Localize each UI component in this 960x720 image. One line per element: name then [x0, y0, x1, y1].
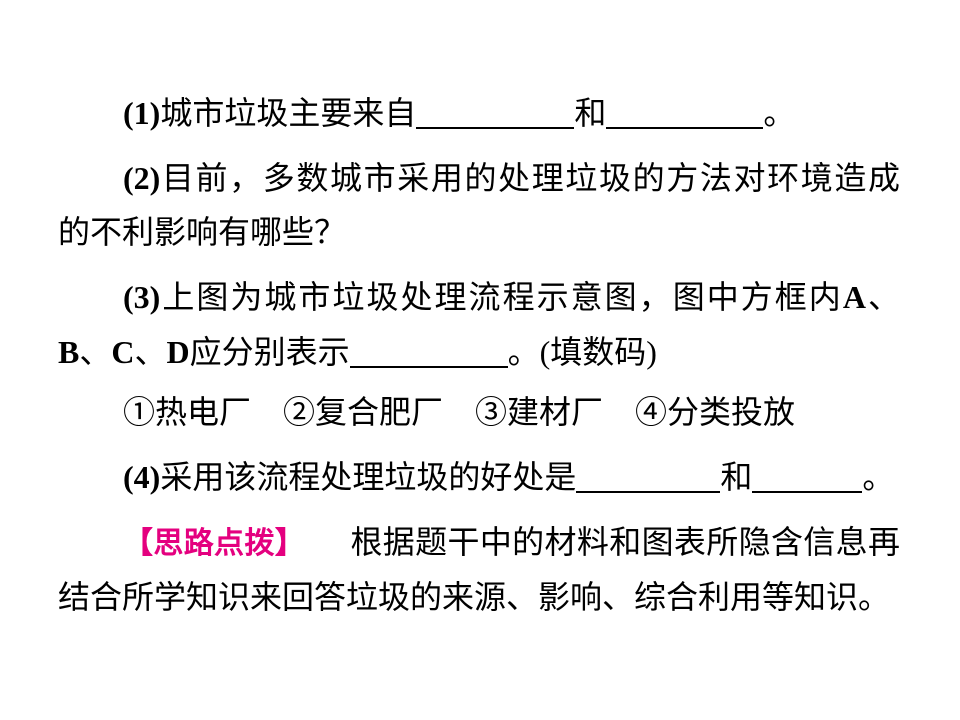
period: 。 — [763, 95, 796, 131]
answer-blank — [349, 366, 508, 368]
conjunction-and: 和 — [574, 95, 607, 131]
answer-blank — [606, 127, 764, 129]
answer-blank — [752, 491, 863, 493]
answer-blank — [576, 491, 721, 493]
question-4-text: 采用该流程处理垃圾的好处是 — [160, 459, 577, 495]
separator: 、 — [134, 334, 167, 370]
question-1: (1)城市垃圾主要来自 和 。 — [123, 93, 795, 133]
hint-text-cont: 结合所学知识来回答垃圾的来源、影响、综合利用等知识。 — [58, 579, 891, 615]
period: 。 — [862, 459, 895, 495]
question-4: (4)采用该流程处理垃圾的好处是 和 。 — [123, 457, 894, 497]
question-2-text-cont: 的不利影响有哪些？ — [58, 214, 347, 250]
letter-b: B — [58, 334, 80, 370]
question-4-number: (4) — [123, 459, 161, 495]
option-3: ③建材厂 — [475, 394, 604, 430]
option-2: ②复合肥厂 — [283, 394, 444, 430]
separator: 、 — [79, 334, 112, 370]
question-1-text: 城市垃圾主要来自 — [160, 95, 417, 131]
separator: 、 — [865, 279, 900, 315]
hint-label: 【思路点拨】 — [123, 526, 306, 561]
question-3-text-cont: 应分别表示 — [189, 334, 350, 370]
hint-line-2: 结合所学知识来回答垃圾的来源、影响、综合利用等知识。 — [58, 577, 890, 617]
options-row: ①热电厂 ②复合肥厂 ③建材厂 ④分类投放 — [123, 392, 795, 432]
option-4: ④分类投放 — [635, 394, 796, 430]
question-3-line-2: B、C、D应分别表示。(填数码) — [58, 332, 657, 372]
letter-a: A — [842, 279, 866, 315]
question-3-line-1: (3)上图为城市垃圾处理流程示意图，图中方框内A、 — [123, 277, 900, 317]
question-2-text: 目前，多数城市采用的处理垃圾的方法对环境造成 — [160, 160, 900, 196]
fill-note: (填数码) — [539, 334, 657, 370]
option-1: ①热电厂 — [123, 394, 252, 430]
hint-line-1: 【思路点拨】 根据题干中的材料和图表所隐含信息再 — [123, 522, 900, 562]
answer-blank — [416, 127, 575, 129]
question-2-line-2: 的不利影响有哪些？ — [58, 212, 346, 252]
question-2-number: (2) — [123, 160, 161, 196]
question-2-line-1: (2)目前，多数城市采用的处理垃圾的方法对环境造成 — [123, 158, 900, 198]
conjunction-and: 和 — [720, 459, 753, 495]
letter-d: D — [166, 334, 190, 370]
letter-c: C — [111, 334, 135, 370]
question-3-number: (3) — [123, 279, 161, 315]
question-1-number: (1) — [123, 95, 161, 131]
hint-text: 根据题干中的材料和图表所隐含信息再 — [350, 524, 900, 560]
question-3-text: 上图为城市垃圾处理流程示意图，图中方框内 — [160, 279, 843, 315]
period: 。 — [507, 334, 540, 370]
